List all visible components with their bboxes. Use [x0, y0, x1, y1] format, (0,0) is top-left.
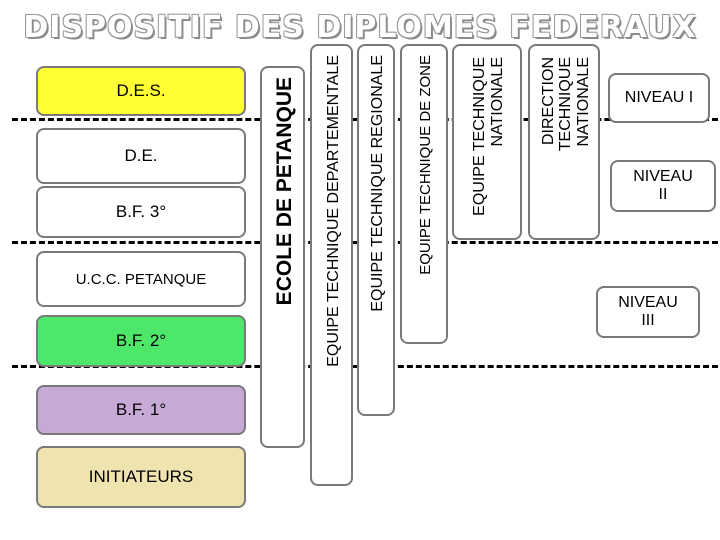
diploma-label: B.F. 1° [115, 400, 167, 419]
level-niveau-2: NIVEAU II [610, 160, 716, 212]
diploma-label: B.F. 3° [115, 202, 167, 221]
structure-label: EQUIPE TECHNIQUE DEPARTEMENTALE [324, 55, 342, 367]
structure-label: EQUIPE TECHNIQUE REGIONALE [369, 55, 387, 312]
diploma-de: D.E. [36, 128, 246, 184]
structure-equipe-technique-regionale: EQUIPE TECHNIQUE REGIONALE [357, 44, 395, 416]
diploma-initiateurs: INITIATEURS [36, 446, 246, 508]
diploma-bf2: B.F. 2° [36, 315, 246, 367]
structure-equipe-technique-de-zone: EQUIPE TECHNIQUE DE ZONE [400, 44, 448, 344]
level-label: NIVEAU III [618, 293, 678, 329]
level-label: NIVEAU II [633, 167, 693, 203]
page-title: DISPOSITIF DES DIPLOMES FEDERAUX [23, 10, 697, 45]
level-niveau-1: NIVEAU I [608, 73, 710, 123]
structure-label: DIRECTION TECHNIQUE NATIONALE [539, 57, 592, 152]
structure-label: ECOLE DE PETANQUE [272, 77, 296, 306]
diploma-label: D.E. [124, 146, 158, 165]
diploma-des: D.E.S. [36, 66, 246, 116]
diploma-label: B.F. 2° [115, 331, 167, 350]
diploma-bf3: B.F. 3° [36, 186, 246, 238]
structure-equipe-technique-departementale: EQUIPE TECHNIQUE DEPARTEMENTALE [310, 44, 353, 486]
diploma-bf1: B.F. 1° [36, 385, 246, 435]
diploma-label: U.C.C. PETANQUE [75, 270, 207, 288]
structure-ecole-de-petanque: ECOLE DE PETANQUE [260, 66, 305, 448]
structure-label: EQUIPE TECHNIQUE DE ZONE [416, 55, 434, 275]
level-label: NIVEAU I [624, 88, 694, 106]
structure-direction-technique-nationale: DIRECTION TECHNIQUE NATIONALE [528, 44, 600, 240]
diploma-label: INITIATEURS [88, 467, 194, 486]
level-niveau-3: NIVEAU III [596, 286, 700, 338]
diploma-label: D.E.S. [116, 81, 166, 100]
structure-label: EQUIPE TECHNIQUE NATIONALE [471, 57, 506, 216]
diploma-ucc-petanque: U.C.C. PETANQUE [36, 251, 246, 307]
structure-equipe-technique-nationale: EQUIPE TECHNIQUE NATIONALE [452, 44, 522, 240]
